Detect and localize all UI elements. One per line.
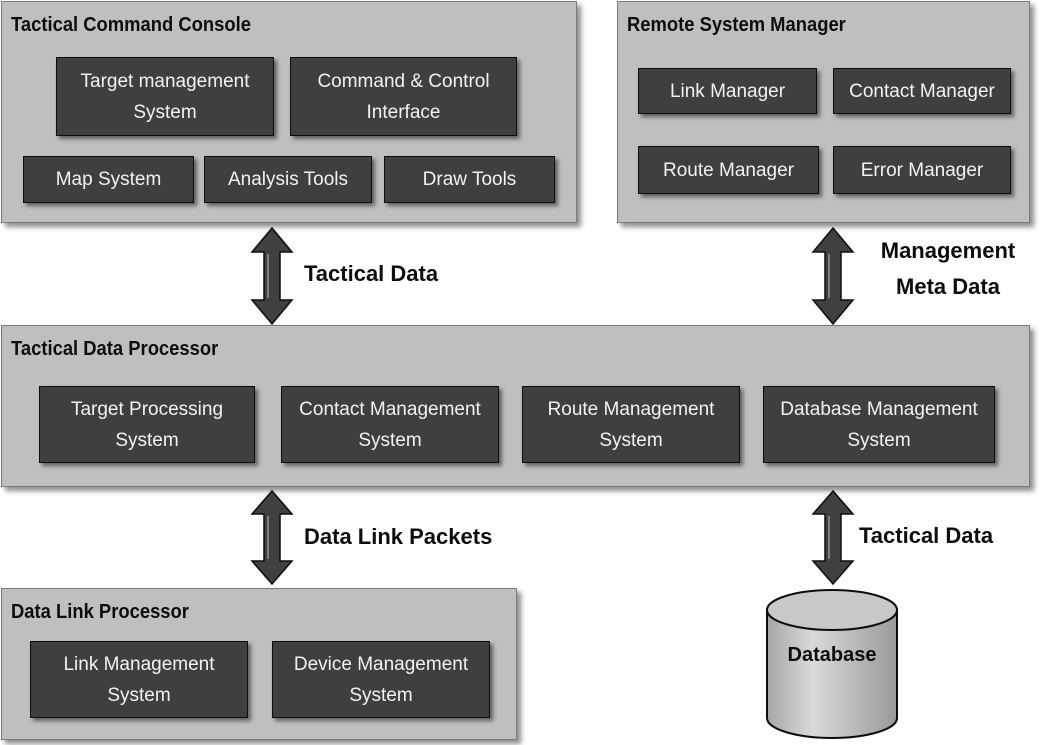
module-link-management-system: Link Management System	[30, 641, 248, 718]
flow-label-data-link-packets: Data Link Packets	[304, 524, 493, 549]
module-target-management-system: Target management System	[56, 57, 274, 136]
double-arrow-icon	[250, 226, 294, 326]
module-route-manager: Route Manager	[638, 146, 819, 194]
flow-label-management-meta-data: Management Meta Data	[880, 238, 1016, 299]
database-label: Database	[787, 644, 877, 666]
panel-data-link-processor: Data Link Processor Link Management Syst…	[1, 588, 517, 740]
module-error-manager: Error Manager	[833, 146, 1011, 194]
panel-title: Data Link Processor	[11, 601, 189, 623]
module-contact-management-system: Contact Management System	[281, 386, 499, 463]
module-draw-tools: Draw Tools	[384, 156, 555, 203]
double-arrow-icon	[250, 489, 294, 586]
module-contact-manager: Contact Manager	[833, 68, 1011, 114]
panel-tactical-data-processor: Tactical Data Processor Target Processin…	[1, 325, 1030, 487]
module-analysis-tools: Analysis Tools	[204, 156, 372, 203]
database-icon	[766, 589, 898, 739]
panel-title: Tactical Data Processor	[11, 338, 219, 360]
module-link-manager: Link Manager	[638, 68, 817, 114]
panel-title: Tactical Command Console	[11, 14, 251, 36]
flow-label-tactical-data-db: Tactical Data	[859, 523, 994, 548]
module-map-system: Map System	[23, 156, 194, 203]
module-database-management-system: Database Management System	[763, 386, 995, 463]
module-device-management-system: Device Management System	[272, 641, 490, 718]
module-target-processing-system: Target Processing System	[39, 386, 255, 463]
panel-title: Remote System Manager	[627, 14, 846, 36]
flow-label-tactical-data: Tactical Data	[304, 261, 439, 286]
double-arrow-icon	[811, 489, 855, 586]
module-route-management-system: Route Management System	[522, 386, 740, 463]
panel-tactical-command-console: Tactical Command Console Target manageme…	[1, 1, 577, 223]
double-arrow-icon	[811, 226, 855, 326]
panel-remote-system-manager: Remote System Manager Link Manager Conta…	[617, 1, 1030, 223]
module-command-control-interface: Command & Control Interface	[290, 57, 517, 136]
